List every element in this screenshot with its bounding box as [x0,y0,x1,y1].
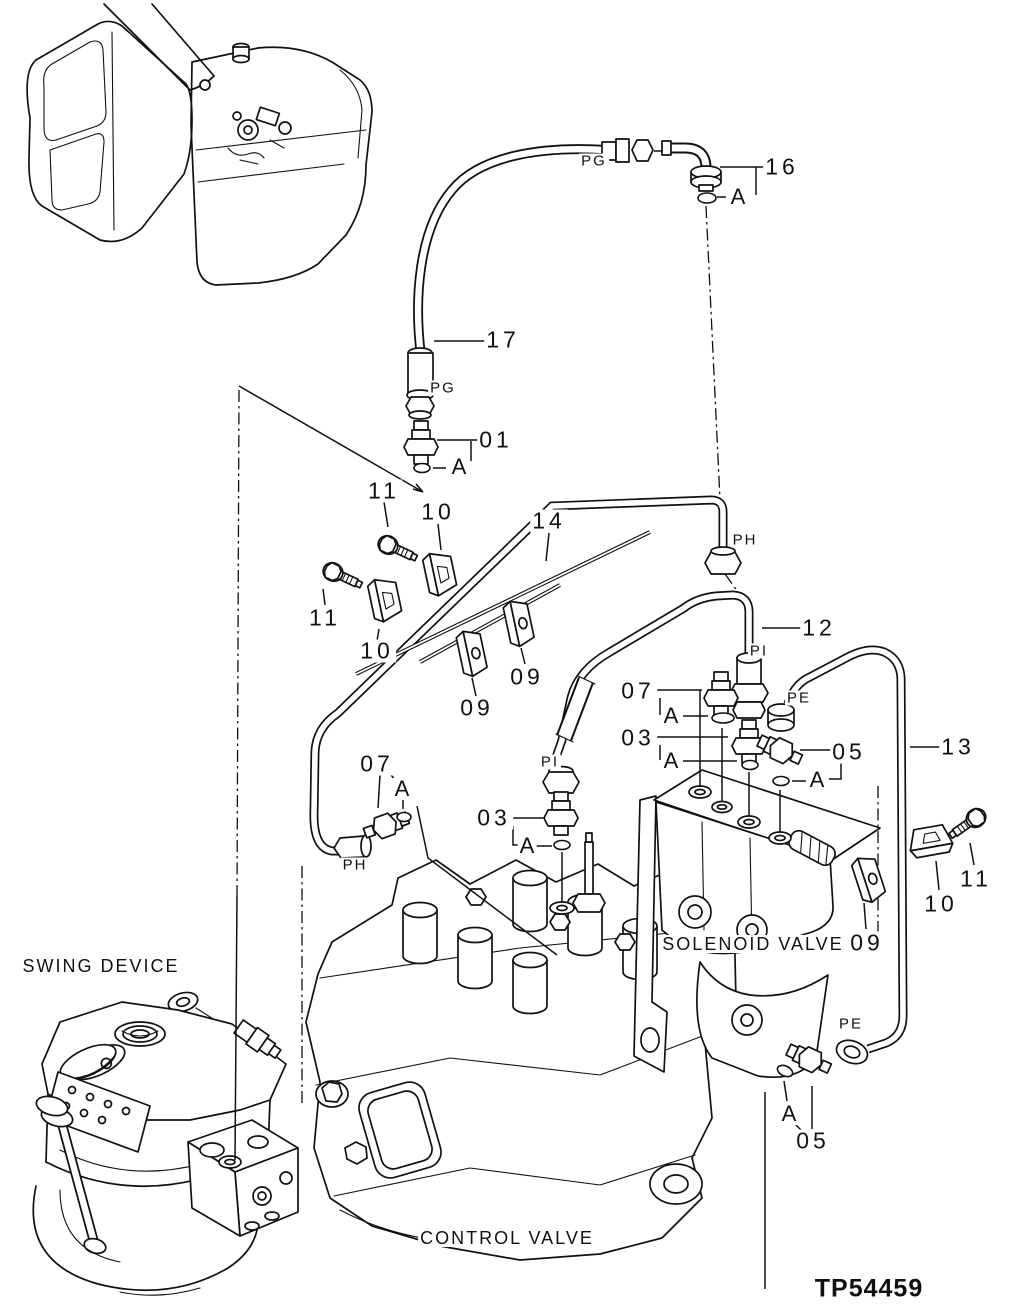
callout-12: 12 [800,614,838,641]
o-ring-a-01 [413,462,431,474]
section-control-valve: CONTROL VALVE [418,1228,596,1248]
o-ring-a-03-valve [553,839,571,851]
swing-manifold-block [187,1119,299,1237]
port-ph-top: PH [730,531,760,549]
swing-device-drawing [32,991,299,1296]
port-pi-right: PI [747,642,771,660]
callout-14: 14 [530,507,568,534]
port-pi-left: PI [538,753,562,771]
o-ring-a-03-solenoid [741,759,759,771]
oring-a-05-solenoid: A [807,767,827,792]
callout-11-right: 11 [958,865,994,892]
callout-05-solenoid: 05 [830,738,868,765]
oring-a-16: A [728,184,748,209]
port-pe-bottom: PE [836,1015,866,1033]
o-ring-a-07-solenoid [711,712,735,724]
callout-16: 16 [763,153,801,180]
o-ring-a-07-left [396,811,412,823]
callout-13: 13 [939,733,977,760]
excavator-overview-drawing [26,3,373,286]
oring-a-01: A [449,454,469,479]
ph-nut-lower [333,834,372,859]
ph-nut-upper [704,546,742,575]
center-lines [234,205,879,1161]
pilot-hose-12 [551,590,754,759]
port-pe-top: PE [784,689,814,707]
callout-03-valve: 03 [475,804,513,831]
solenoid-cartridge [788,829,836,867]
oring-a-07-left: A [392,776,412,801]
pilot-rods-14 [355,530,651,676]
pump-detail [227,106,292,165]
port-ph-bottom: PH [340,856,370,874]
pilot-pipe-13 [783,645,908,1054]
port-pg-top: PG [579,152,609,170]
section-swing-device: SWING DEVICE [20,956,182,976]
callout-09-right: 09 [848,929,886,956]
callout-01: 01 [477,426,515,453]
callout-07-solenoid: 07 [619,677,657,704]
control-valve-drawing [305,832,737,1261]
callout-10-right: 10 [922,890,960,917]
callout-03-solenoid: 03 [619,724,657,751]
oring-a-03-valve: A [517,833,537,858]
callout-09-left-b: 09 [508,663,546,690]
callout-07-left: 07 [358,750,396,777]
pilot-pipe-14 [309,495,728,856]
o-ring-a-05-solenoid [772,775,790,787]
leader-lines [238,150,975,1289]
elbow-fitting-16 [661,140,722,192]
callout-09-left-a: 09 [458,694,496,721]
oring-a-05-bottom: A [779,1101,799,1126]
callout-17: 17 [484,326,522,353]
pe-nut-bottom [835,1039,869,1065]
callout-05-bottom: 05 [794,1127,832,1154]
relief-cartridge [233,1019,282,1060]
callout-10-upper-left: 10 [419,498,457,525]
callout-11-upper-left: 11 [366,477,402,504]
drawing-number: TP54459 [812,1274,926,1303]
o-ring-a-05-bottom [776,1064,794,1078]
oring-a-03-solenoid: A [661,748,681,773]
pi-sleeve-fitting-solenoid [729,652,769,719]
callout-10-lower-left: 10 [358,637,396,664]
callout-11-lower-left: 11 [307,604,343,631]
oring-a-07-solenoid: A [661,703,681,728]
pe-nut-top [767,703,795,732]
section-solenoid-valve: SOLENOID VALVE [660,934,846,954]
port-pg-mid: PG [428,379,458,397]
o-ring-a-16 [697,192,717,204]
pilot-hose-17 [413,144,607,357]
